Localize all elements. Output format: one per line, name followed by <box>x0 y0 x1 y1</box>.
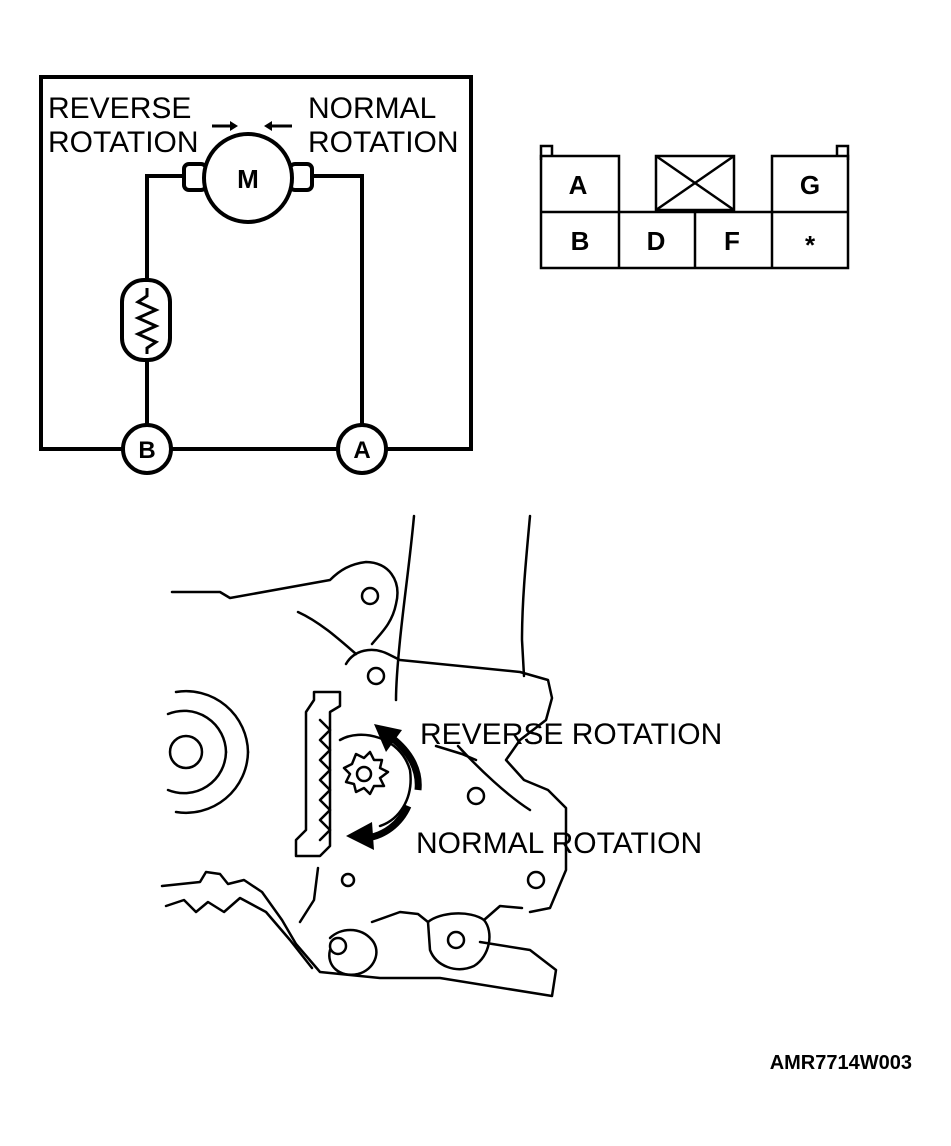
pin-g: G <box>800 170 820 200</box>
terminal-a: A <box>336 423 388 475</box>
pin-star: * <box>805 230 816 260</box>
normal-rotation-label-2: ROTATION <box>308 126 459 159</box>
motor-symbol: M <box>182 132 314 224</box>
wire-right <box>312 174 364 428</box>
pinion-gear-icon <box>338 733 412 828</box>
pin-d: D <box>647 226 666 256</box>
pin-f: F <box>724 226 740 256</box>
drive-wheel <box>166 689 250 815</box>
figure-code: AMR7714W003 <box>770 1052 912 1074</box>
terminal-a-label: A <box>353 437 370 464</box>
mechanism-normal-label: NORMAL ROTATION <box>416 827 702 860</box>
normal-arrow-icon <box>264 121 292 131</box>
reverse-rotation-label-2: ROTATION <box>48 126 199 159</box>
mechanism-reverse-label: REVERSE ROTATION <box>420 718 722 751</box>
pin-b: B <box>571 226 590 256</box>
wire-left <box>145 174 186 284</box>
schematic-frame <box>39 75 473 451</box>
terminal-b: B <box>121 423 173 475</box>
pin-a: A <box>569 170 588 200</box>
motor-schematic: M REVERSE ROTATION NORMAL ROTATION B A <box>39 75 473 475</box>
reverse-arrow-icon <box>212 121 238 131</box>
terminal-b-label: B <box>138 437 155 464</box>
motor-label: M <box>237 164 259 194</box>
reverse-rotation-arrow-icon <box>374 724 422 791</box>
actuator-mechanism <box>160 514 568 998</box>
blank-cavity-icon <box>654 154 736 212</box>
normal-rotation-arrow-icon <box>346 804 412 850</box>
connector-face: A G B D F * <box>539 144 850 270</box>
reverse-rotation-label-1: REVERSE <box>48 92 191 125</box>
thermal-element-icon <box>120 278 172 362</box>
normal-rotation-label-1: NORMAL <box>308 92 436 125</box>
